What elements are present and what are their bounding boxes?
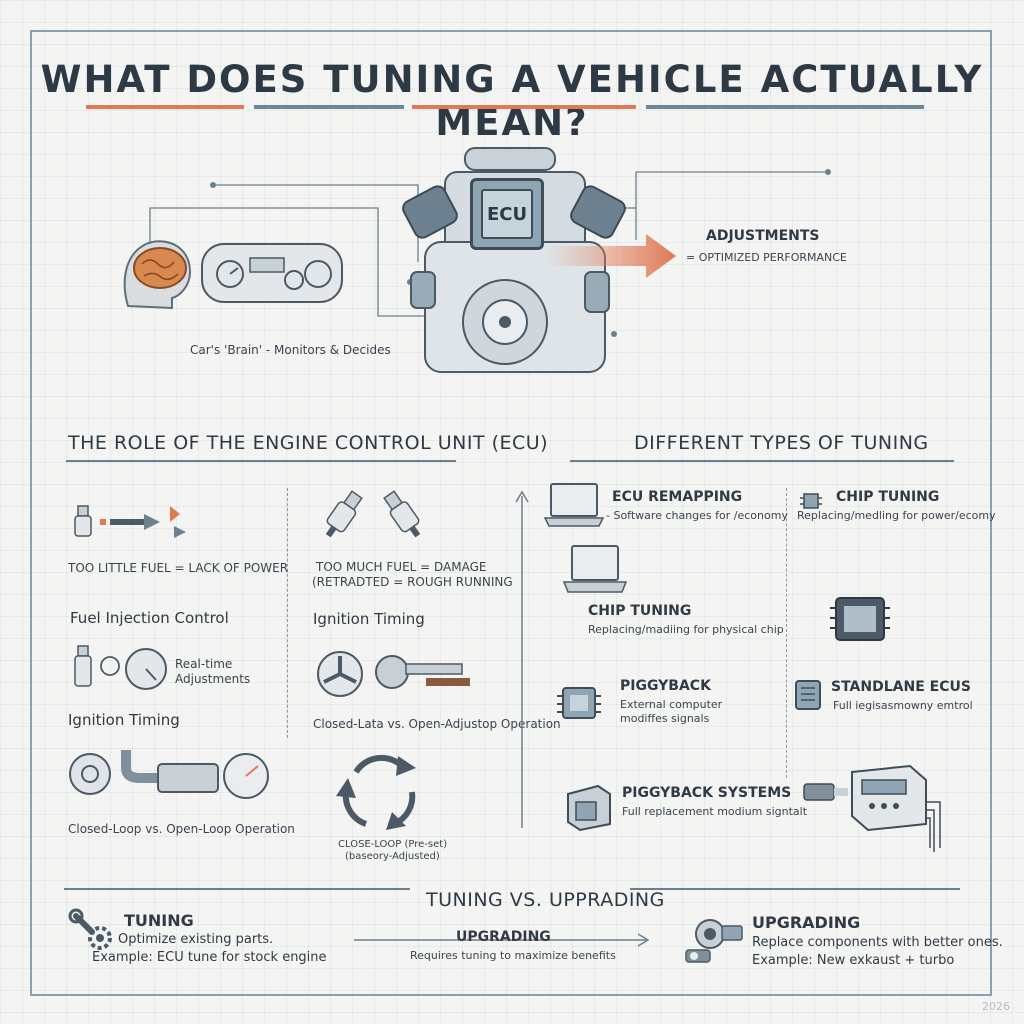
spark-plug-fuel-arrow-icon (74, 505, 186, 538)
upgrading-title: UPGRADING (752, 913, 861, 932)
ignition-timing-left-heading: Ignition Timing (68, 711, 180, 729)
year-label: 2026 (982, 1000, 1010, 1013)
piggyback-chip-icon (557, 687, 601, 719)
standalone-module-icon (795, 680, 821, 710)
types-divider (786, 488, 787, 778)
cpu-chip-icon (830, 597, 890, 641)
exhaust-gauge-icon (69, 750, 269, 799)
optimized-label: = OPTIMIZED PERFORMANCE (686, 251, 847, 264)
tuning-desc-2: Example: ECU tune for stock engine (92, 950, 327, 965)
piggyback-title: PIGGYBACK (620, 678, 711, 694)
ecu-remap-title: ECU REMAPPING (612, 489, 743, 505)
ecu-role-underline (66, 460, 456, 462)
chip-tuning-desc: Replacing/madiing for physical chip (588, 623, 784, 636)
types-underline (570, 460, 954, 462)
title-underline-3 (412, 105, 636, 109)
page-title: WHAT DOES TUNING A VEHICLE ACTUALLY MEAN… (40, 58, 984, 144)
output-arrow-icon (548, 234, 676, 278)
brain-caption: Car's 'Brain' - Monitors & Decides (190, 343, 391, 357)
title-underline-1 (86, 105, 244, 109)
dashboard-gauge-icon (201, 243, 343, 303)
upgrading-desc-2: Example: New exkaust + turbo (752, 953, 955, 968)
cycle-caption-1: CLOSE-LOOP (Pre-set) (338, 839, 448, 850)
bottom-rule-right (630, 888, 960, 890)
closed-lata-label: Closed-Lata vs. Open-Adjustop Operation (313, 717, 561, 731)
types-heading: DIFFERENT TYPES OF TUNING (634, 432, 929, 454)
chip-tuning-right-desc: Replacing/medling for power/ecomy (797, 509, 996, 522)
spark-plugs-pair-icon (325, 490, 421, 538)
piggyback-systems-title: PIGGYBACK SYSTEMS (622, 785, 792, 801)
adjustments-label: ADJUSTMENTS (706, 228, 820, 244)
retarded-label: (RETRADTED = ROUGH RUNNING (312, 575, 513, 589)
middle-upgrading-title: UPGRADING (456, 929, 551, 945)
standalone-title: STANDLANE ECUS (831, 679, 971, 695)
cycle-caption-2: (baseory-Adjusted) (345, 851, 440, 862)
piggyback-desc-1: External computer (620, 698, 723, 711)
ecu-remap-desc: - Software changes for /economy (606, 509, 788, 522)
ecu-role-divider (287, 488, 288, 738)
piggyback-box-icon (567, 784, 611, 832)
ignition-timing-right-heading: Ignition Timing (313, 610, 425, 628)
injector-clock-gauge-icon (74, 645, 167, 690)
piggyback-systems-desc: Full replacement modium signtalt (622, 805, 808, 818)
title-underline-2 (254, 105, 404, 109)
bottom-rule-left (64, 888, 410, 890)
middle-upgrading-desc: Requires tuning to maximize benefits (410, 949, 616, 962)
turbo-parts-icon (685, 919, 743, 963)
title-underline-4 (646, 105, 924, 109)
tuning-title: TUNING (124, 911, 194, 930)
realtime-label-1: Real-time (175, 657, 233, 671)
too-little-fuel-label: TOO LITTLE FUEL = LACK OF POWER (68, 561, 289, 575)
closed-loop-label: Closed-Loop vs. Open-Loop Operation (68, 822, 295, 836)
ecu-role-heading: THE ROLE OF THE ENGINE CONTROL UNIT (ECU… (68, 432, 549, 454)
ecu-chip: ECU (470, 178, 544, 250)
vertical-arrow-icon (515, 490, 529, 828)
fan-turbo-icon (317, 651, 470, 697)
wrench-gear-icon (68, 908, 112, 950)
too-much-fuel-label: TOO MUCH FUEL = DAMAGE (316, 560, 487, 574)
bottom-arrow-line (354, 933, 650, 947)
small-chip-icon (800, 493, 822, 509)
tuning-desc-1: Optimize existing parts. (118, 932, 274, 947)
standalone-desc: Full iegisasmowny emtrol (833, 699, 973, 712)
laptop-icon-2 (562, 545, 628, 593)
laptop-icon (543, 483, 605, 527)
standalone-ecu-box-icon (803, 764, 941, 852)
bottom-heading: TUNING VS. UPPRADING (426, 889, 665, 911)
chip-tuning-title: CHIP TUNING (588, 603, 692, 619)
fuel-injection-heading: Fuel Injection Control (70, 609, 229, 627)
piggyback-desc-2: modiffes signals (620, 712, 710, 725)
chip-tuning-right-title: CHIP TUNING (836, 489, 940, 505)
realtime-label-2: Adjustments (175, 672, 251, 686)
upgrading-desc-1: Replace components with better ones. (752, 935, 1003, 950)
outer-frame (30, 30, 992, 996)
cycle-arrows-icon (336, 754, 416, 830)
brain-head-icon (123, 240, 192, 310)
ecu-chip-label: ECU (481, 189, 533, 239)
